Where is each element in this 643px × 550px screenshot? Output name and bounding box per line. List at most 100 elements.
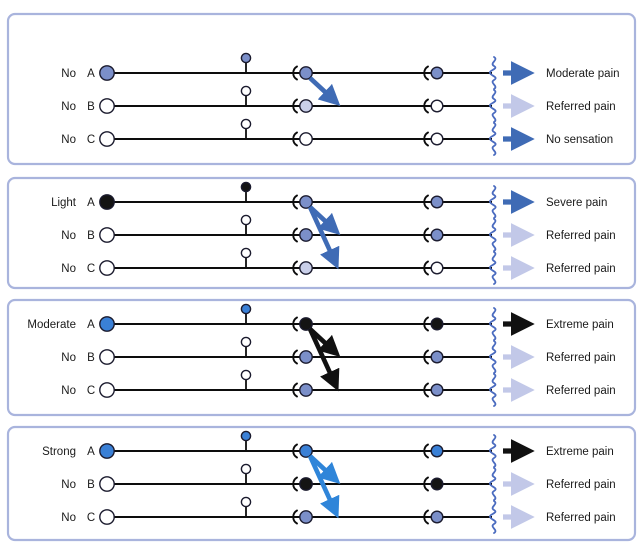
thalamus-synapse-arc — [423, 316, 429, 332]
cerebral-cortex-brace — [489, 251, 497, 285]
drg-node[interactable] — [240, 336, 252, 348]
drg-node[interactable] — [240, 181, 252, 193]
thalamus-synapse-arc — [423, 382, 429, 398]
stimulus-label: No — [61, 512, 76, 524]
thalamus-synapse-arc — [423, 443, 429, 459]
stimulus-label: No — [61, 230, 76, 242]
drg-node[interactable] — [240, 430, 252, 442]
nociceptor-node[interactable] — [99, 509, 115, 525]
thalamus-node[interactable] — [430, 510, 444, 524]
output-label: Referred pain — [546, 101, 616, 113]
dorsal-horn-synapse-arc — [292, 65, 298, 81]
output-label: Referred pain — [546, 512, 616, 524]
fiber-label: B — [87, 479, 95, 491]
drg-node[interactable] — [240, 118, 252, 130]
dorsal-horn-node[interactable] — [299, 66, 313, 80]
fiber-label: B — [87, 352, 95, 364]
output-label: Severe pain — [546, 197, 607, 209]
nociceptor-node[interactable] — [99, 131, 115, 147]
fiber-label: B — [87, 101, 95, 113]
thalamus-node[interactable] — [430, 99, 444, 113]
dorsal-horn-node[interactable] — [299, 383, 313, 397]
stimulus-label: Moderate — [27, 319, 76, 331]
nociceptor-node[interactable] — [99, 316, 115, 332]
drg-node[interactable] — [240, 247, 252, 259]
drg-node[interactable] — [240, 369, 252, 381]
nociceptor-node[interactable] — [99, 65, 115, 81]
thalamus-node[interactable] — [430, 350, 444, 364]
cerebral-cortex-brace — [489, 340, 497, 374]
thalamus-synapse-arc — [423, 131, 429, 147]
thalamus-node[interactable] — [430, 477, 444, 491]
fiber-label: C — [87, 385, 95, 397]
dorsal-horn-synapse-arc — [292, 98, 298, 114]
thalamus-node[interactable] — [430, 195, 444, 209]
fiber-label: C — [87, 134, 95, 146]
drg-node[interactable] — [240, 85, 252, 97]
nociceptor-node[interactable] — [99, 260, 115, 276]
dorsal-horn-node[interactable] — [299, 477, 313, 491]
drg-node[interactable] — [240, 52, 252, 64]
thalamus-node[interactable] — [430, 383, 444, 397]
output-label: Extreme pain — [546, 319, 614, 331]
cerebral-cortex-brace — [489, 122, 497, 156]
dorsal-horn-node[interactable] — [299, 132, 313, 146]
cerebral-cortex-brace — [489, 434, 497, 468]
nociceptor-node[interactable] — [99, 349, 115, 365]
thalamus-synapse-arc — [423, 227, 429, 243]
drg-node[interactable] — [240, 214, 252, 226]
cerebral-cortex-brace — [489, 467, 497, 501]
drg-node[interactable] — [240, 463, 252, 475]
cerebral-cortex-brace — [489, 185, 497, 219]
dorsal-horn-synapse-arc — [292, 260, 298, 276]
output-label: Referred pain — [546, 230, 616, 242]
dorsal-horn-node[interactable] — [299, 350, 313, 364]
thalamus-node[interactable] — [430, 444, 444, 458]
dorsal-horn-synapse-arc — [292, 227, 298, 243]
dorsal-horn-node[interactable] — [299, 444, 313, 458]
thalamus-node[interactable] — [430, 228, 444, 242]
nociceptor-node[interactable] — [99, 382, 115, 398]
nociceptor-node[interactable] — [99, 476, 115, 492]
dorsal-horn-node[interactable] — [299, 261, 313, 275]
dorsal-horn-synapse-arc — [292, 194, 298, 210]
convergence-arrow — [307, 328, 340, 392]
nociceptor-node[interactable] — [99, 194, 115, 210]
stimulus-label: No — [61, 68, 76, 80]
nociceptor-node[interactable] — [99, 98, 115, 114]
drg-node[interactable] — [240, 496, 252, 508]
nociceptor-node[interactable] — [99, 443, 115, 459]
cerebral-cortex-brace — [489, 373, 497, 407]
thalamus-synapse-arc — [423, 476, 429, 492]
thalamus-node[interactable] — [430, 261, 444, 275]
output-label: Moderate pain — [546, 68, 620, 80]
dorsal-horn-node[interactable] — [299, 317, 313, 331]
drg-node[interactable] — [240, 303, 252, 315]
thalamus-synapse-arc — [423, 98, 429, 114]
dorsal-horn-node[interactable] — [299, 228, 313, 242]
dorsal-horn-node[interactable] — [299, 510, 313, 524]
fiber-label: C — [87, 263, 95, 275]
output-label: Referred pain — [546, 263, 616, 275]
thalamus-node[interactable] — [430, 317, 444, 331]
dorsal-horn-node[interactable] — [299, 99, 313, 113]
dorsal-horn-synapse-arc — [292, 509, 298, 525]
thalamus-node[interactable] — [430, 132, 444, 146]
thalamus-node[interactable] — [430, 66, 444, 80]
stimulus-label: No — [61, 134, 76, 146]
nociceptor-node[interactable] — [99, 227, 115, 243]
cerebral-cortex-brace — [489, 218, 497, 252]
dorsal-horn-node[interactable] — [299, 195, 313, 209]
dorsal-horn-synapse-arc — [292, 443, 298, 459]
